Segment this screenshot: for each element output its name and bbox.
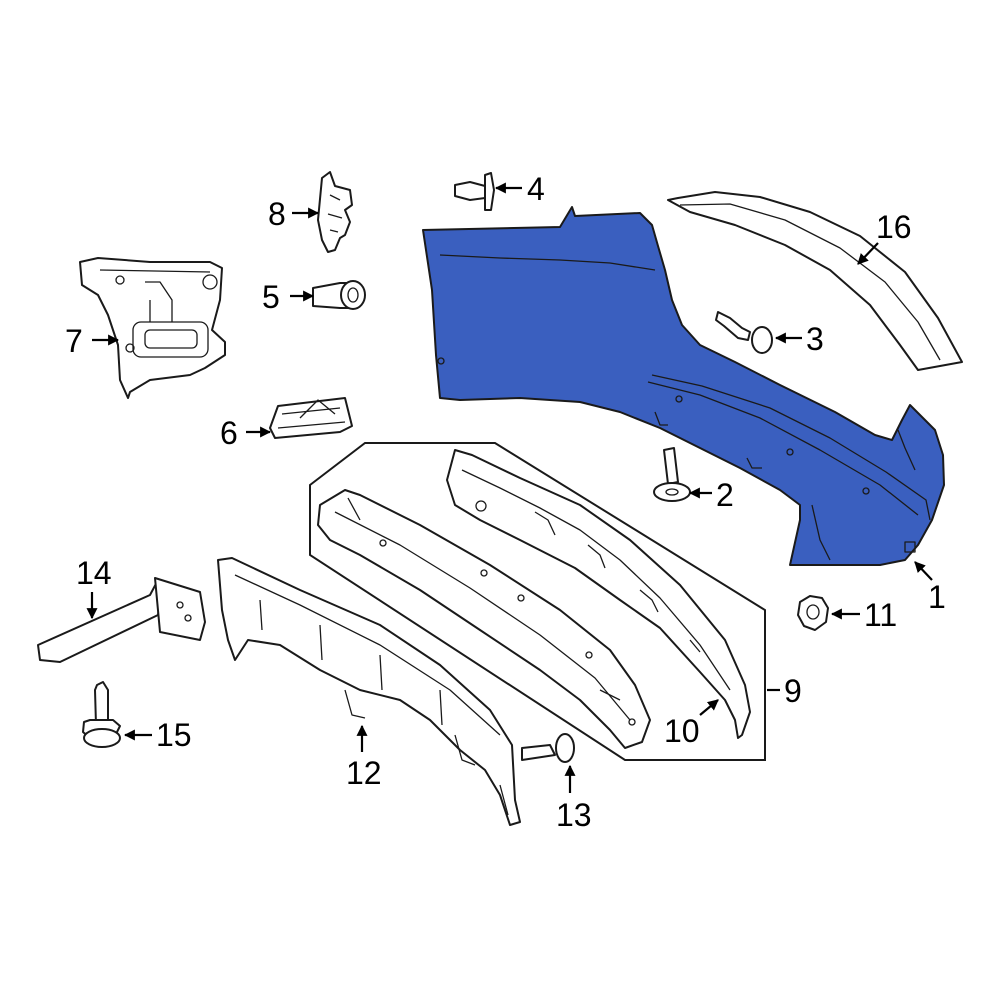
callout-6: 6 (220, 415, 238, 451)
leader-lines (86, 182, 933, 793)
part-7-side-bracket (79, 257, 226, 399)
callout-labels: 1 2 3 4 5 6 7 8 9 10 11 12 13 14 15 16 (65, 171, 946, 833)
part-12-lower-bracket (217, 557, 521, 826)
callout-4: 4 (527, 171, 545, 207)
callout-15: 15 (156, 717, 192, 753)
part-11-nut (797, 595, 829, 631)
callout-8: 8 (268, 196, 286, 232)
leader-16 (857, 242, 879, 265)
part-10-energy-absorber (446, 449, 751, 739)
callout-11: 11 (864, 597, 897, 633)
callout-13: 13 (556, 797, 592, 833)
leader-10 (699, 699, 719, 716)
part-14-bracket (37, 577, 206, 663)
callout-5: 5 (262, 279, 280, 315)
callout-1: 1 (928, 579, 946, 615)
part-3-stud (715, 311, 773, 354)
part-16-spoiler (667, 191, 963, 371)
part-1-bumper-cover (422, 206, 945, 566)
callout-2: 2 (716, 477, 734, 513)
part-9-reinforcement-beam (317, 489, 651, 749)
part-15-bolt (82, 681, 121, 748)
part-8-bracket (317, 171, 353, 253)
callout-3: 3 (806, 321, 824, 357)
leader-1 (914, 561, 933, 581)
callout-12: 12 (346, 755, 382, 791)
callout-7: 7 (65, 323, 83, 359)
callout-16: 16 (876, 209, 912, 245)
part-5-plug (312, 280, 366, 310)
callout-9: 9 (784, 673, 802, 709)
part-13-bolt (521, 733, 575, 763)
part-2-screw (653, 447, 691, 502)
part-4-push-pin (454, 172, 495, 211)
callout-10: 10 (664, 713, 700, 749)
callout-14: 14 (76, 555, 112, 591)
part-6-pad (269, 397, 353, 439)
